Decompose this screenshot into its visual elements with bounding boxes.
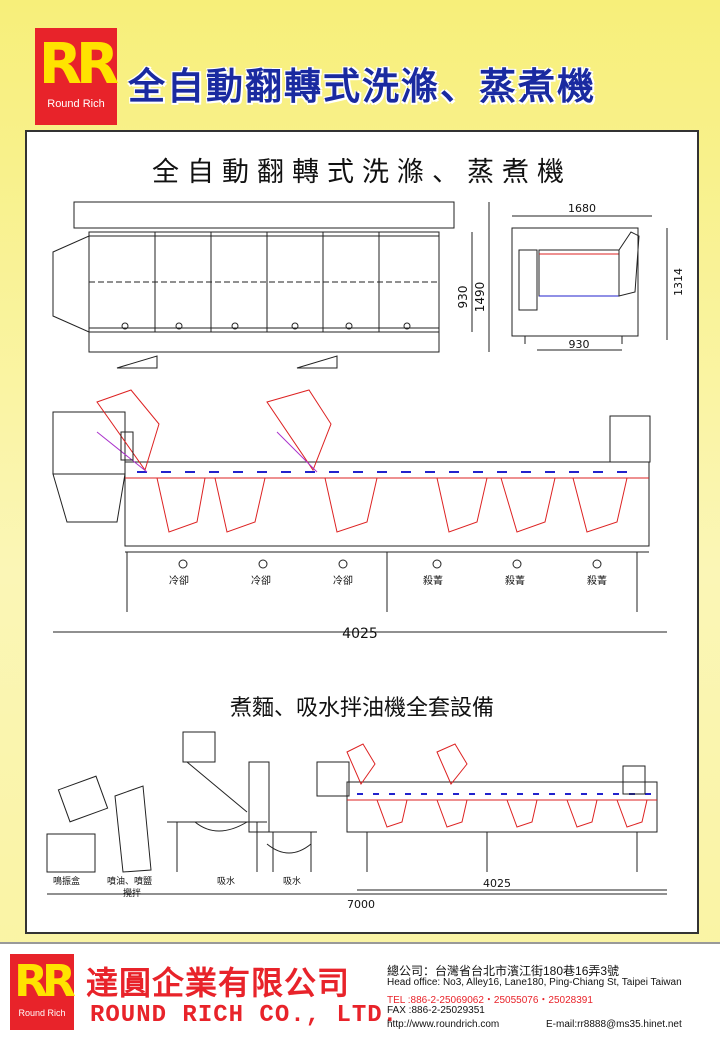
email-link[interactable]: E-mail:rr8888@ms35.hinet.net xyxy=(546,1019,682,1030)
dim-side-a: 930 xyxy=(456,286,470,309)
company-name-cn: 達圓企業有限公司 xyxy=(86,964,351,1002)
zone-label: 冷卻 xyxy=(169,574,189,587)
logo-mark: RR xyxy=(38,32,119,97)
set-label: 噴油、噴鹽 xyxy=(107,875,152,887)
zone-label: 殺菁 xyxy=(505,574,525,587)
zone-label: 殺菁 xyxy=(423,574,443,587)
zone-label: 冷卻 xyxy=(251,574,271,587)
logo-caption: Round Rich xyxy=(18,1008,66,1018)
logo-caption: Round Rich xyxy=(47,98,105,110)
set-label: 攪拌 xyxy=(123,887,141,899)
set-label: 吸水 xyxy=(283,875,301,887)
website-link[interactable]: http://www.roundrich.com xyxy=(387,1019,500,1030)
dim-side-b: 1490 xyxy=(473,282,487,313)
dim-end-width: 930 xyxy=(569,338,590,351)
end-view-drawing xyxy=(511,215,668,351)
engineering-drawing: 930 1490 1680 1314 930 xyxy=(46,201,685,911)
set-label: 吸水 xyxy=(217,875,235,887)
drawing-title: 全自動翻轉式洗滌、蒸煮機 xyxy=(152,157,572,188)
brand-logo: RR Round Rich xyxy=(35,28,119,125)
drawing-subtitle: 煮麵、吸水拌油機全套設備 xyxy=(229,696,494,721)
set-label: 鳴振盒 xyxy=(53,875,80,887)
drawing-panel: 全自動翻轉式洗滌、蒸煮機 930 1490 xyxy=(25,130,699,934)
dim-end-height: 1314 xyxy=(672,268,685,296)
address-en: Head office: No3, Alley16, Lane180, Ping… xyxy=(387,977,682,988)
full-set-detail xyxy=(346,743,657,828)
top-view-drawing xyxy=(52,201,490,369)
dim-top-width: 1680 xyxy=(568,202,596,215)
logo-mark: RR xyxy=(14,956,76,1007)
zone-label: 殺菁 xyxy=(587,574,607,587)
set-labels: 鳴振盒 噴油、噴鹽 攪拌 吸水 吸水 xyxy=(53,875,301,899)
zone-labels: 冷卻 冷卻 冷卻 殺菁 殺菁 殺菁 xyxy=(169,574,607,587)
company-name-en: ROUND RICH CO., LTD. xyxy=(90,1002,399,1029)
phone-numbers: TEL :886-2-25069062・25055076・25028391 xyxy=(387,995,593,1006)
full-set-drawing xyxy=(46,731,667,895)
fax-number: FAX :886-2-25029351 xyxy=(387,1005,485,1016)
dim-set-length: 7000 xyxy=(347,898,375,911)
zone-label: 冷卻 xyxy=(333,574,353,587)
main-elevation-drawing xyxy=(52,389,667,633)
footer-logo: RR Round Rich xyxy=(10,954,76,1030)
page-title: 全自動翻轉式洗滌、蒸煮機 xyxy=(128,65,596,108)
address-cn: 總公司：台灣省台北市濱江街180巷16弄3號 xyxy=(387,964,620,978)
footer: RR Round Rich 達圓企業有限公司 ROUND RICH CO., L… xyxy=(0,942,720,1042)
dim-set-sub-length: 4025 xyxy=(483,877,511,890)
dim-main-length: 4025 xyxy=(342,626,378,642)
